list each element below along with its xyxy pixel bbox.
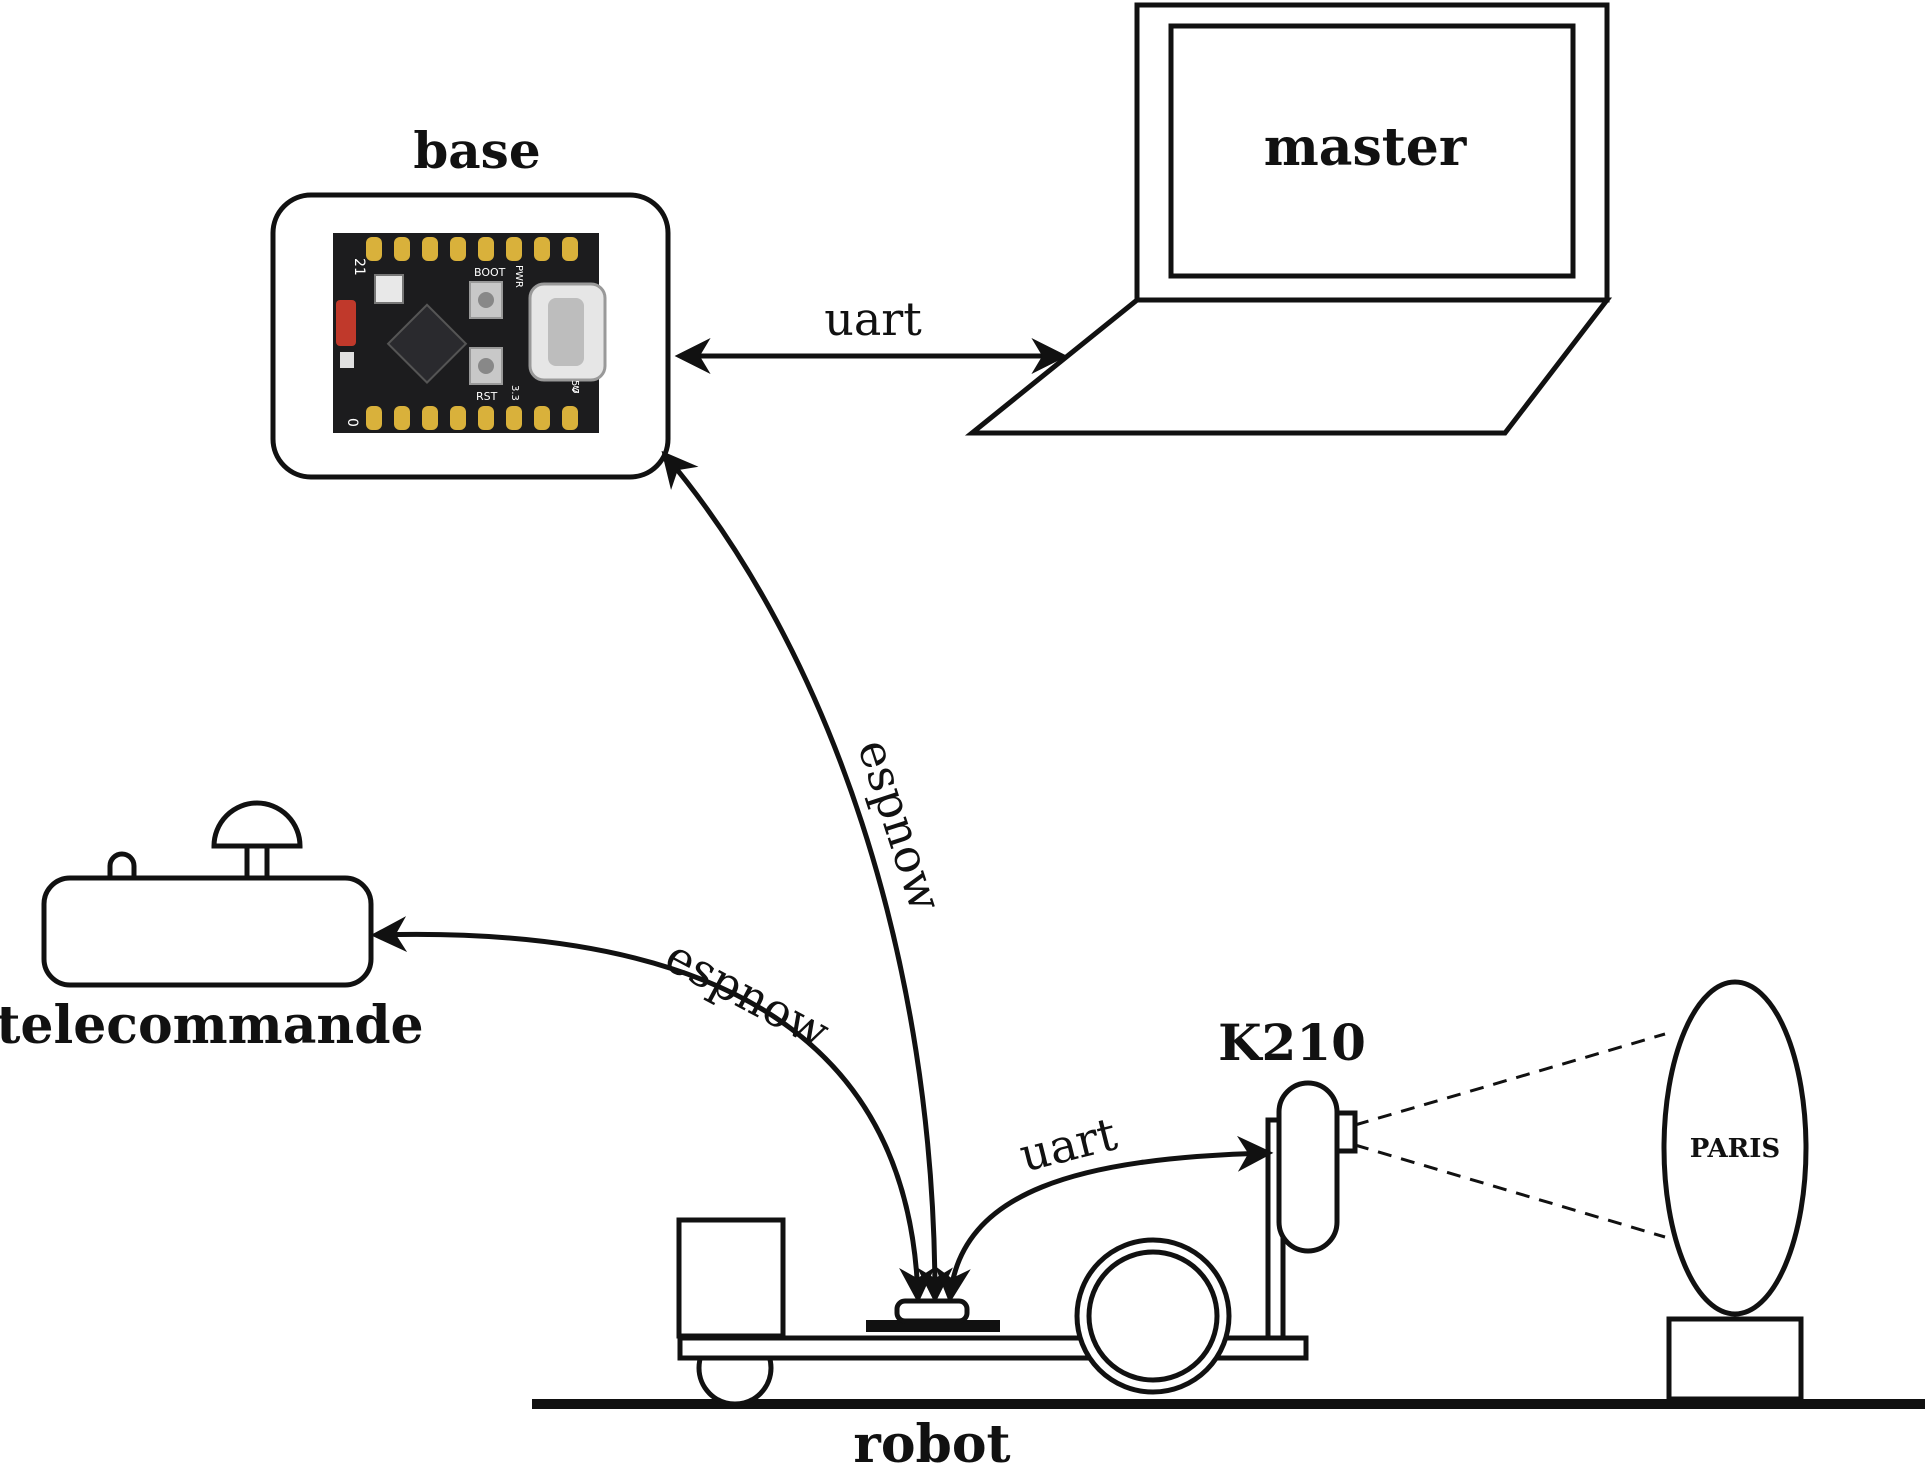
k210-label: K210 (1218, 1013, 1366, 1072)
target-sign-node: PARIS (1661, 979, 1809, 1402)
remote-control-icon (41, 800, 374, 988)
master-node: master (964, 2, 1613, 436)
link-telecommande-robot-label: espnow (657, 928, 839, 1059)
boot-label: BOOT (474, 266, 506, 279)
rst-label: RST (476, 390, 498, 403)
v33-label: 3.3 (509, 385, 520, 401)
telecommande-node: telecommande (0, 800, 424, 1056)
pin-21-label: 21 (351, 258, 367, 276)
master-label: master (1264, 117, 1467, 178)
pwr-label: PWR (513, 265, 524, 288)
target-stand (1666, 1316, 1804, 1402)
target-sign-icon (1661, 979, 1809, 1317)
camera-view-lines (1354, 1032, 1666, 1239)
top-pads (366, 237, 578, 430)
robot-label: robot (853, 1414, 1010, 1467)
laptop-icon (964, 2, 1613, 436)
link-telecommande-robot: espnow (370, 916, 936, 1304)
link-base-robot: espnow (661, 450, 953, 1304)
telecommande-label: telecommande (0, 995, 424, 1056)
base-node: base (270, 121, 671, 480)
esp32-board-icon: 21 0 BOOT RST PWR 3.3 G 5V (333, 233, 607, 433)
link-base-master: uart (674, 292, 1068, 374)
v5-label: 5V (569, 380, 580, 393)
link-robot-k210: uart (934, 1106, 1274, 1304)
pin-0-label: 0 (344, 418, 360, 427)
status-led (336, 300, 356, 346)
drive-wheel (1074, 1237, 1232, 1395)
base-label: base (413, 121, 540, 180)
g-label: G (572, 385, 580, 396)
link-base-master-label: uart (824, 292, 922, 346)
target-sign-text: PARIS (1690, 1134, 1780, 1164)
